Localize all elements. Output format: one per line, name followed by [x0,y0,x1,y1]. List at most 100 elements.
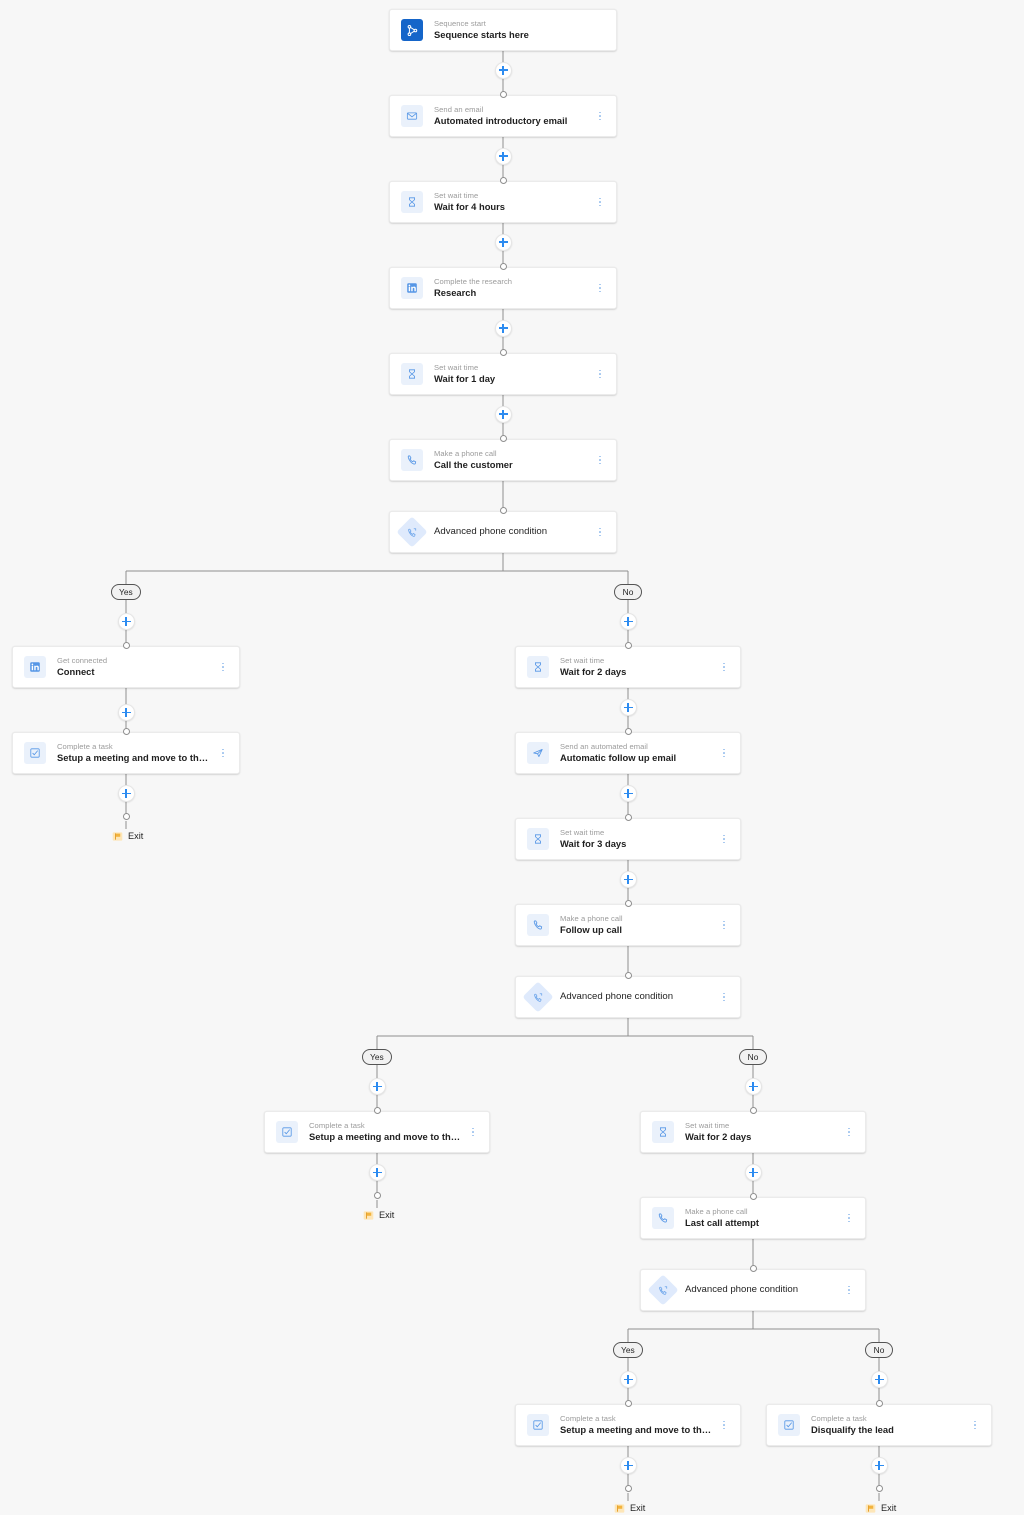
node-menu-button[interactable] [467,1123,479,1141]
exit-label: Exit [630,1503,646,1513]
flag-icon [865,1503,876,1513]
node-menu-button[interactable] [718,658,730,676]
add-step-button[interactable] [117,704,135,721]
node-menu-button[interactable] [594,523,606,541]
node-kicker: Make a phone call [560,914,623,923]
node-kicker: Complete a task [57,742,113,751]
node-title: Advanced phone condition [434,526,548,537]
node-menu-button[interactable] [843,1123,855,1141]
phone-condition-icon [522,981,554,1013]
node-card-setup-meeting-3[interactable]: Complete a task Setup a meeting and move… [515,1404,741,1446]
connector-dot [875,1400,883,1407]
node-menu-button[interactable] [594,365,606,383]
exit-node-4[interactable]: Exit [865,1501,896,1515]
node-card-wait-3-days[interactable]: Set wait time Wait for 3 days [515,818,741,860]
add-step-button[interactable] [117,785,135,802]
hourglass-icon [527,656,549,678]
add-step-button[interactable] [494,233,512,251]
flag-icon [112,831,123,841]
node-title: Last call attempt [685,1218,759,1229]
envelope-icon [401,105,423,127]
add-step-button[interactable] [368,1164,386,1181]
node-menu-button[interactable] [594,193,606,211]
branch-label-yes-1[interactable]: Yes [111,584,141,600]
node-card-advanced-phone-condition-1[interactable]: Advanced phone condition [389,511,617,553]
node-kicker: Complete a task [309,1121,365,1130]
node-labels: Make a phone call Call the customer [434,450,588,470]
node-card-advanced-phone-condition-2[interactable]: Advanced phone condition [515,976,741,1018]
node-menu-button[interactable] [718,988,730,1006]
connector-dot [875,1485,883,1492]
node-menu-button[interactable] [718,830,730,848]
node-menu-button[interactable] [718,744,730,762]
add-step-button[interactable] [870,1457,888,1474]
branch-label-no-3[interactable]: No [865,1342,893,1358]
node-card-automatic-follow-up-email[interactable]: Send an automated email Automatic follow… [515,732,741,774]
add-step-button[interactable] [619,871,637,888]
node-menu-button[interactable] [718,1416,730,1434]
branch-label-no-2[interactable]: No [739,1049,767,1065]
node-title: Automated introductory email [434,116,568,127]
node-card-automated-introductory-email[interactable]: Send an email Automated introductory ema… [389,95,617,137]
checkbox-task-icon [527,1414,549,1436]
add-step-button[interactable] [744,1078,762,1095]
branch-label-yes-2[interactable]: Yes [362,1049,392,1065]
add-step-button[interactable] [619,613,637,630]
node-card-disqualify-the-lead[interactable]: Complete a task Disqualify the lead [766,1404,992,1446]
connector-dot [499,177,507,184]
node-kicker: Sequence start [434,19,486,28]
add-step-button[interactable] [744,1164,762,1181]
exit-node-2[interactable]: Exit [363,1208,394,1222]
node-menu-button[interactable] [217,658,229,676]
add-step-button[interactable] [619,1371,637,1388]
node-labels: Send an automated email Automatic follow… [560,743,712,763]
connector-dot [499,91,507,98]
node-labels: Set wait time Wait for 2 days [560,657,712,677]
node-kicker: Send an email [434,105,484,114]
node-card-research[interactable]: Complete the research Research [389,267,617,309]
node-card-follow-up-call[interactable]: Make a phone call Follow up call [515,904,741,946]
add-step-button[interactable] [494,319,512,337]
node-card-wait-2-days-2[interactable]: Set wait time Wait for 2 days [640,1111,866,1153]
exit-node-1[interactable]: Exit [112,829,143,843]
node-menu-button[interactable] [594,279,606,297]
node-labels: Set wait time Wait for 3 days [560,829,712,849]
node-card-setup-meeting-2[interactable]: Complete a task Setup a meeting and move… [264,1111,490,1153]
node-card-advanced-phone-condition-3[interactable]: Advanced phone condition [640,1269,866,1311]
add-step-button[interactable] [368,1078,386,1095]
node-menu-button[interactable] [718,916,730,934]
paper-plane-icon [527,742,549,764]
node-card-connect[interactable]: Get connected Connect [12,646,240,688]
add-step-button[interactable] [619,699,637,716]
node-menu-button[interactable] [217,744,229,762]
node-card-setup-meeting-1[interactable]: Complete a task Setup a meeting and move… [12,732,240,774]
add-step-button[interactable] [117,613,135,630]
node-menu-button[interactable] [594,107,606,125]
node-card-wait-1-day[interactable]: Set wait time Wait for 1 day [389,353,617,395]
connector-dot [624,814,632,821]
add-step-button[interactable] [870,1371,888,1388]
node-card-wait-4-hours[interactable]: Set wait time Wait for 4 hours [389,181,617,223]
node-card-last-call-attempt[interactable]: Make a phone call Last call attempt [640,1197,866,1239]
add-step-button[interactable] [619,1457,637,1474]
branch-label-yes-3[interactable]: Yes [613,1342,643,1358]
node-kicker: Set wait time [685,1121,730,1130]
node-card-sequence-start[interactable]: Sequence start Sequence starts here [389,9,617,51]
exit-label: Exit [128,831,144,841]
exit-node-3[interactable]: Exit [614,1501,645,1515]
node-menu-button[interactable] [843,1281,855,1299]
branch-label-no-1[interactable]: No [614,584,642,600]
exit-label: Exit [379,1210,395,1220]
add-step-button[interactable] [494,147,512,165]
node-menu-button[interactable] [594,451,606,469]
node-kicker: Make a phone call [685,1207,748,1216]
node-card-wait-2-days-1[interactable]: Set wait time Wait for 2 days [515,646,741,688]
node-menu-button[interactable] [969,1416,981,1434]
node-labels: Set wait time Wait for 4 hours [434,192,588,212]
node-card-call-the-customer[interactable]: Make a phone call Call the customer [389,439,617,481]
add-step-button[interactable] [619,785,637,802]
add-step-button[interactable] [494,61,512,79]
node-menu-button[interactable] [843,1209,855,1227]
add-step-button[interactable] [494,405,512,423]
connector-dot [373,1107,381,1114]
